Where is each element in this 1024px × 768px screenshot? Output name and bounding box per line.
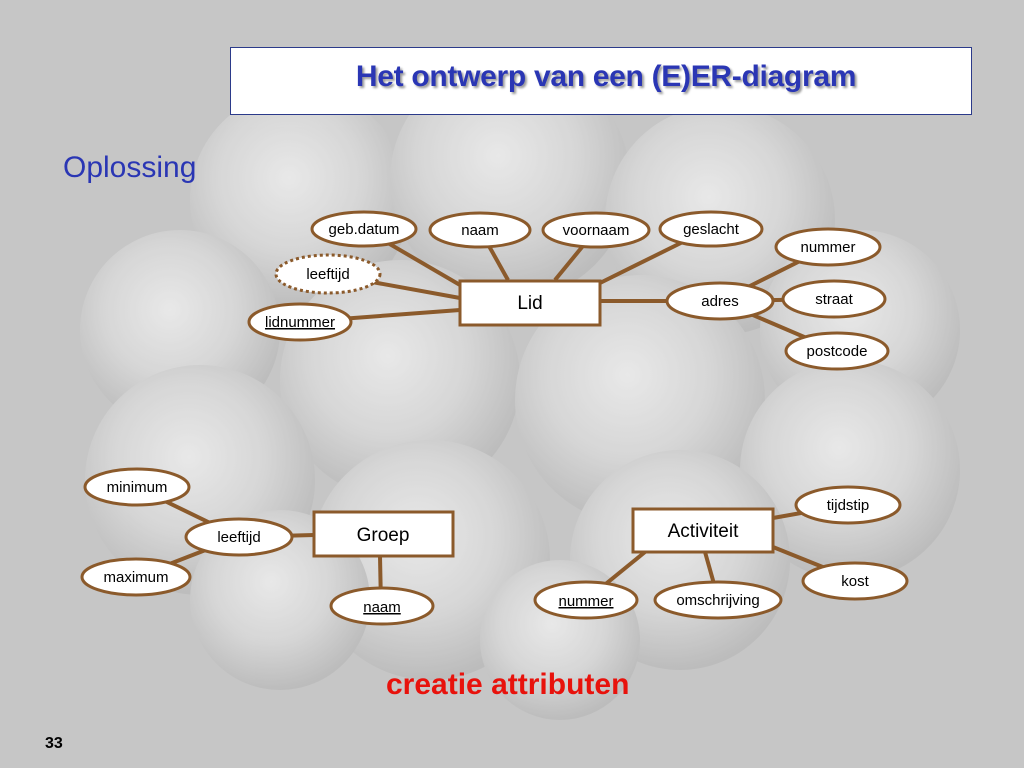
attribute-groep-leeftijd: leeftijd [184, 517, 294, 557]
attribute-leeftijd-label: leeftijd [306, 266, 349, 283]
slide-title: Het ontwerp van een (E)ER-diagram [355, 60, 857, 93]
attribute-maximum-label: maximum [103, 569, 168, 586]
attribute-adres: adres [665, 281, 775, 321]
attribute-postcode-label: postcode [807, 343, 868, 360]
slide-subtitle: Oplossing [63, 151, 197, 184]
attribute-activiteit-nummer-key: nummer [533, 580, 639, 620]
attribute-straat: straat [781, 279, 887, 319]
attribute-kost-label: kost [841, 573, 869, 590]
attribute-geslacht-label: geslacht [683, 221, 740, 238]
attribute-groep-naam-key: naam [329, 586, 435, 626]
entity-activiteit: Activiteit [631, 507, 775, 554]
attribute-groep-naam-label: naam [363, 599, 401, 616]
attribute-adres-label: adres [701, 293, 739, 310]
attribute-minimum-label: minimum [107, 479, 168, 496]
attribute-leeftijd-derived: leeftijd [274, 253, 382, 295]
attribute-omschrijving-label: omschrijving [676, 592, 759, 609]
attribute-tijdstip: tijdstip [794, 485, 902, 525]
attribute-activiteit-nummer-label: nummer [558, 593, 613, 610]
attribute-voornaam: voornaam [541, 211, 651, 249]
entity-lid: Lid [458, 279, 602, 327]
entity-groep: Groep [312, 510, 455, 558]
attribute-geslacht: geslacht [658, 210, 764, 248]
title-box: Het ontwerp van een (E)ER-diagram [230, 47, 972, 115]
attribute-naam-label: naam [461, 222, 499, 239]
entity-activiteit-label: Activiteit [668, 521, 739, 542]
attribute-minimum: minimum [83, 467, 191, 507]
attribute-maximum: maximum [80, 557, 192, 597]
page-number: 33 [45, 735, 63, 752]
entity-lid-label: Lid [517, 293, 542, 314]
attribute-tijdstip-label: tijdstip [827, 497, 870, 514]
attribute-adres-nummer: nummer [774, 227, 882, 267]
attribute-straat-label: straat [815, 291, 853, 308]
attribute-omschrijving: omschrijving [653, 580, 783, 620]
attribute-geb-datum: geb.datum [310, 210, 418, 248]
attribute-naam: naam [428, 211, 532, 249]
attribute-geb-datum-label: geb.datum [329, 221, 400, 238]
attribute-lidnummer-label: lidnummer [265, 314, 335, 331]
attribute-kost: kost [801, 561, 909, 601]
attribute-voornaam-label: voornaam [563, 222, 630, 239]
attribute-adres-nummer-label: nummer [800, 239, 855, 256]
attribute-groep-leeftijd-label: leeftijd [217, 529, 260, 546]
caption: creatie attributen [386, 668, 630, 701]
attribute-lidnummer-key: lidnummer [247, 302, 353, 342]
attribute-postcode: postcode [784, 331, 890, 371]
entity-groep-label: Groep [357, 525, 410, 546]
